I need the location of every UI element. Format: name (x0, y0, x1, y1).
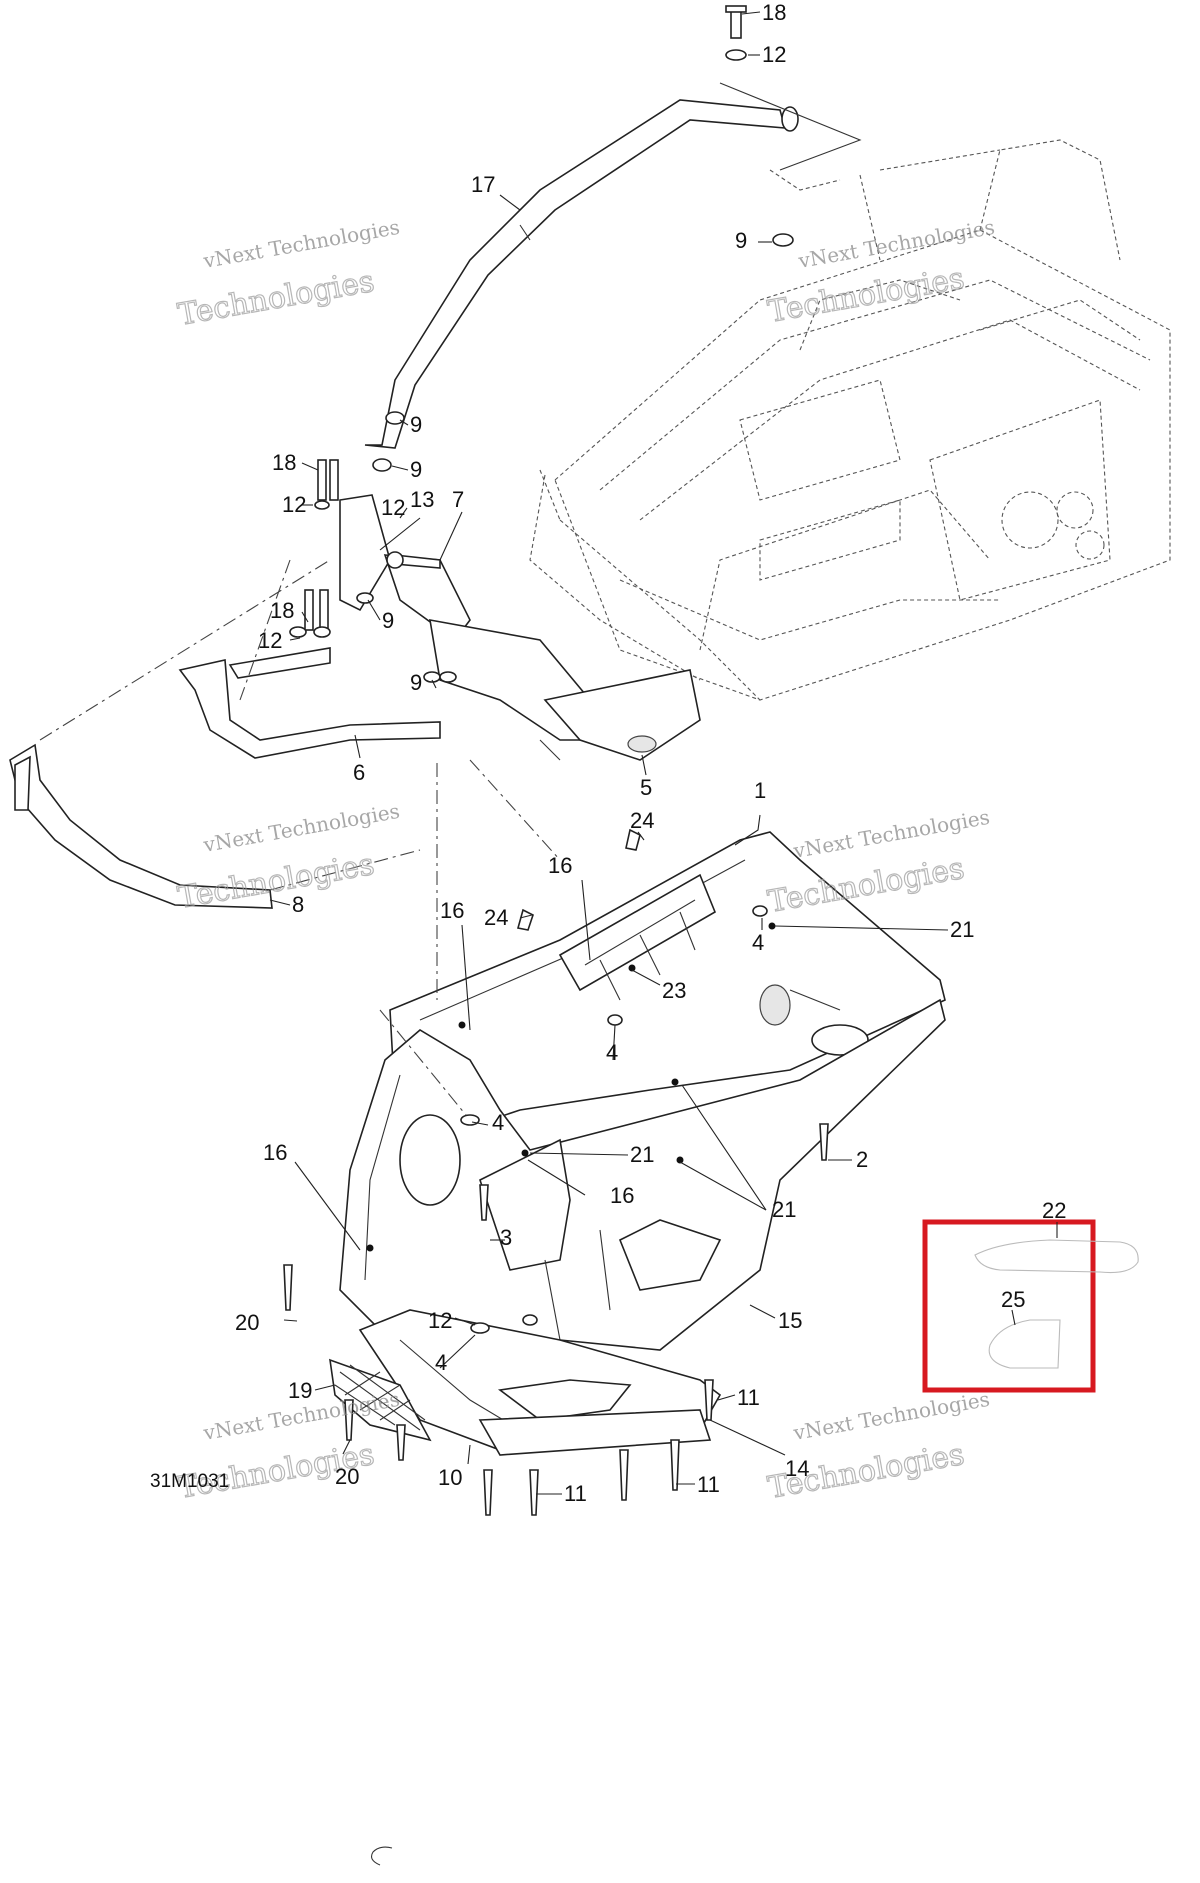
callout-12: 12 (258, 628, 282, 653)
reference-dots (366, 922, 776, 1252)
watermark-line2: Technologies (175, 264, 377, 333)
belly-pan (339, 998, 946, 1351)
callout-12: 12 (428, 1308, 452, 1333)
callout-18: 18 (272, 450, 296, 475)
callout-25: 25 (1001, 1287, 1025, 1312)
stray-mark (371, 1846, 393, 1866)
callout-2: 2 (856, 1147, 868, 1172)
callout-18: 18 (270, 598, 294, 623)
callout-9: 9 (410, 412, 422, 437)
callout-21: 21 (772, 1197, 796, 1222)
highlight-frame (922, 1219, 1096, 1393)
callout-7: 7 (452, 487, 464, 512)
bumper-loop (178, 647, 441, 759)
callout-1: 1 (754, 778, 766, 803)
callout-11: 11 (737, 1385, 760, 1410)
highlight-box (922, 1219, 1139, 1393)
callout-10: 10 (438, 1465, 462, 1490)
callout-12: 12 (381, 495, 405, 520)
chassis-frame (529, 139, 1171, 701)
callout-19: 19 (288, 1378, 312, 1403)
watermark-line1: vNext Technologies (791, 1387, 992, 1445)
callout-9: 9 (410, 457, 422, 482)
column-bracket (339, 494, 701, 761)
part-25-outline (988, 1319, 1061, 1369)
callout-4: 4 (752, 930, 764, 955)
callout-5: 5 (640, 775, 652, 800)
reference-lines (239, 559, 561, 1121)
callout-16: 16 (548, 853, 572, 878)
bottom-pan (389, 831, 946, 1141)
callout-16: 16 (440, 898, 464, 923)
watermark-line2: Technologies (765, 261, 967, 330)
callout-20: 20 (235, 1310, 259, 1335)
callout-22: 22 (1042, 1198, 1066, 1223)
callout-12: 12 (282, 492, 306, 517)
watermark-line2: Technologies (175, 847, 377, 916)
fasteners (283, 5, 829, 1516)
callout-4: 4 (606, 1040, 618, 1065)
steering-tube (364, 82, 862, 449)
leader-lines (269, 11, 949, 1495)
callout-9: 9 (382, 608, 394, 633)
callout-4: 4 (492, 1110, 504, 1135)
callout-14: 14 (785, 1456, 809, 1481)
callout-20: 20 (335, 1464, 359, 1489)
callout-12: 12 (762, 42, 786, 67)
callout-9: 9 (410, 670, 422, 695)
callout-8: 8 (292, 892, 304, 917)
callout-21: 21 (630, 1142, 654, 1167)
diagram-code: 31M1031 (150, 1471, 229, 1492)
callout-16: 16 (263, 1140, 287, 1165)
callout-15: 15 (778, 1308, 802, 1333)
callout-4: 4 (435, 1350, 447, 1375)
part-22-outline (974, 1239, 1139, 1274)
front-bumper (9, 559, 421, 909)
callout-6: 6 (353, 760, 365, 785)
watermark-line1: vNext Technologies (201, 799, 402, 857)
watermark-line1: vNext Technologies (201, 215, 402, 273)
callout-labels: 18 12 17 9 9 18 9 12 12 13 7 9 18 12 9 6… (150, 0, 1066, 1506)
callout-23: 23 (662, 978, 686, 1003)
callout-11: 11 (697, 1472, 720, 1497)
callout-18: 18 (762, 0, 786, 25)
callout-11: 11 (564, 1481, 587, 1506)
callout-16: 16 (610, 1183, 634, 1208)
callout-24: 24 (630, 808, 654, 833)
callout-13: 13 (410, 487, 434, 512)
watermark-line1: vNext Technologies (796, 215, 997, 273)
callout-24: 24 (484, 905, 508, 930)
callout-9: 9 (735, 228, 747, 253)
callout-21: 21 (950, 917, 974, 942)
callout-17: 17 (471, 172, 495, 197)
skid-plate (358, 1309, 722, 1456)
callout-3: 3 (500, 1225, 512, 1250)
